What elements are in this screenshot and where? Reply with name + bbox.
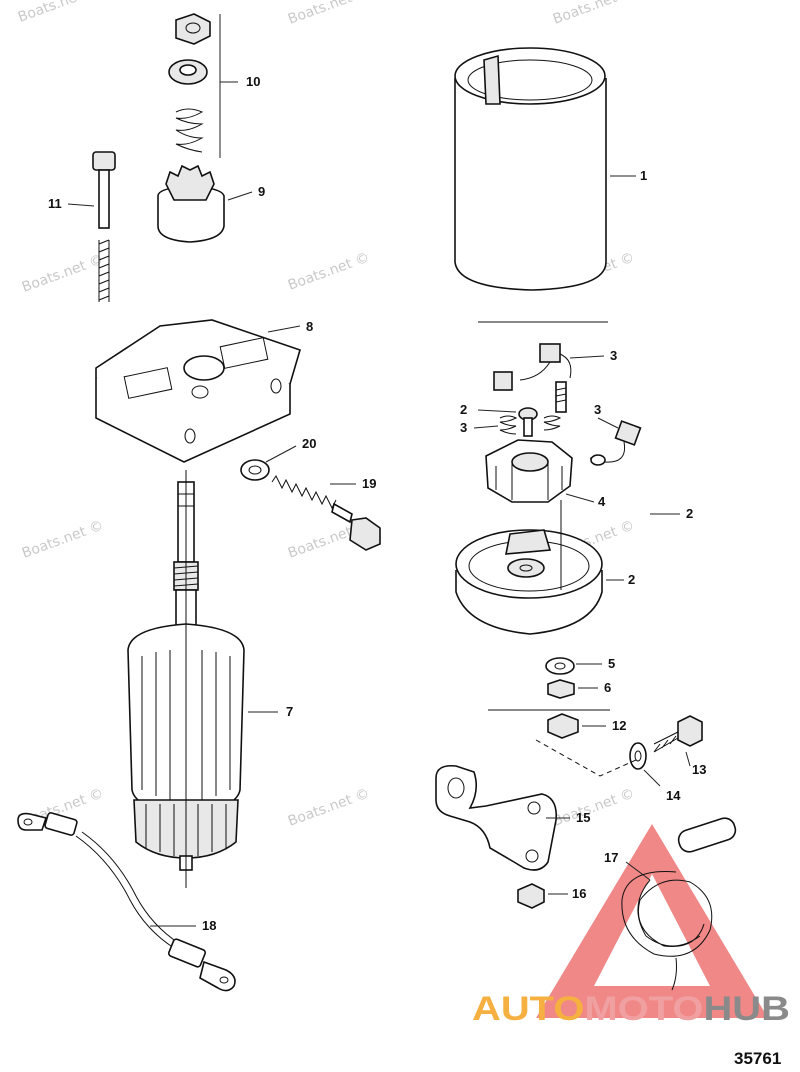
nut-16: [517, 883, 545, 909]
part-1-frame: 1: [454, 47, 647, 291]
washer-14: [629, 742, 647, 770]
part-2-commutator-end-cap: 2 2: [455, 500, 693, 635]
callout-9: 9: [258, 184, 265, 199]
logo-text-hub: HUB: [703, 990, 790, 1028]
part-8-end-cap: 8: [95, 319, 313, 463]
cable-wire: [75, 831, 181, 949]
callout-3a: 3: [610, 348, 617, 363]
callout-20: 20: [302, 436, 316, 451]
callout-7: 7: [286, 704, 293, 719]
watermark-1: Boats.net ©: [16, 0, 102, 26]
watermark-11: Boats.net ©: [286, 786, 372, 830]
callout-17: 17: [604, 850, 618, 865]
part-5-washer: 5: [545, 656, 615, 675]
callout-16: 16: [572, 886, 586, 901]
part-16-nut: 16: [517, 883, 586, 909]
automotohub-logo-triangle: [536, 824, 768, 1018]
screw-head: [349, 517, 381, 551]
callout-3b: 3: [460, 420, 467, 435]
callout-11: 11: [48, 196, 62, 211]
hex-nut: [175, 13, 211, 45]
screw-thread: [271, 475, 337, 510]
part-4-brush-holder: 4: [485, 439, 606, 509]
part-18-cable: 18: [17, 812, 236, 992]
logo-text-moto: MOTO: [584, 990, 703, 1028]
callout-2b: 2: [686, 506, 693, 521]
callout-15: 15: [576, 810, 590, 825]
callout-2c: 2: [628, 572, 635, 587]
part-17-harness: 17: [604, 817, 737, 991]
watermark-2: Boats.net ©: [286, 0, 372, 28]
callout-12: 12: [612, 718, 626, 733]
part-7-armature: 7: [127, 470, 293, 888]
bolt-head: [92, 151, 116, 171]
brush-spring-left: [499, 415, 518, 435]
bolt-13-head: [677, 715, 703, 747]
logo-triangle: [536, 824, 768, 1018]
watermark-4: Boats.net ©: [20, 252, 106, 296]
part-12-nut: 12: [547, 713, 626, 739]
brush-right: [614, 420, 642, 446]
part-10-nut-washer-spring: 10: [168, 13, 260, 158]
callout-4: 4: [598, 494, 606, 509]
logo-text-auto: AUTO: [472, 990, 584, 1028]
callout-1: 1: [640, 168, 647, 183]
callout-14: 14: [666, 788, 681, 803]
part-6-nut: 6: [547, 679, 611, 699]
harness-coil: [621, 871, 713, 957]
part-20-washer: 20: [240, 436, 316, 481]
part-11-through-bolt: 11: [48, 151, 116, 302]
figure-number: 35761: [734, 1049, 781, 1068]
nut-6: [547, 679, 575, 699]
spring: [175, 108, 204, 153]
part-2-screw: 2: [460, 402, 562, 437]
callout-8: 8: [306, 319, 313, 334]
watermark-3: Boats.net ©: [551, 0, 637, 28]
callout-3c: 3: [594, 402, 601, 417]
brush-top: [539, 343, 561, 363]
frame-body: [454, 78, 607, 291]
frame-top-rim: [454, 47, 606, 105]
callout-10: 10: [246, 74, 260, 89]
callout-19: 19: [362, 476, 376, 491]
cable-terminal-bottom: [199, 960, 236, 992]
watermark-7: Boats.net ©: [20, 518, 106, 562]
callout-13: 13: [692, 762, 706, 777]
part-3-brushes: 3 3 3: [460, 343, 642, 466]
part-9-drive-pinion: 9: [157, 164, 265, 243]
end-cap-front: [95, 378, 291, 463]
watermark-12: Boats.net ©: [551, 786, 637, 830]
washer-5: [545, 657, 575, 675]
part-13-bolt: 13: [653, 715, 706, 777]
pinion-gear: [165, 164, 215, 201]
harness-connector: [677, 817, 737, 853]
part-19-screw: 19: [271, 475, 381, 551]
part-14-washer: 14: [629, 742, 681, 803]
nut-12: [547, 713, 579, 739]
callout-6: 6: [604, 680, 611, 695]
callout-5: 5: [608, 656, 615, 671]
watermark-5: Boats.net ©: [286, 250, 372, 294]
washer-20: [240, 459, 270, 481]
callout-18: 18: [202, 918, 216, 933]
callout-2a: 2: [460, 402, 467, 417]
part-15-bracket: 15: [435, 764, 590, 871]
mounting-bracket: [435, 764, 558, 871]
